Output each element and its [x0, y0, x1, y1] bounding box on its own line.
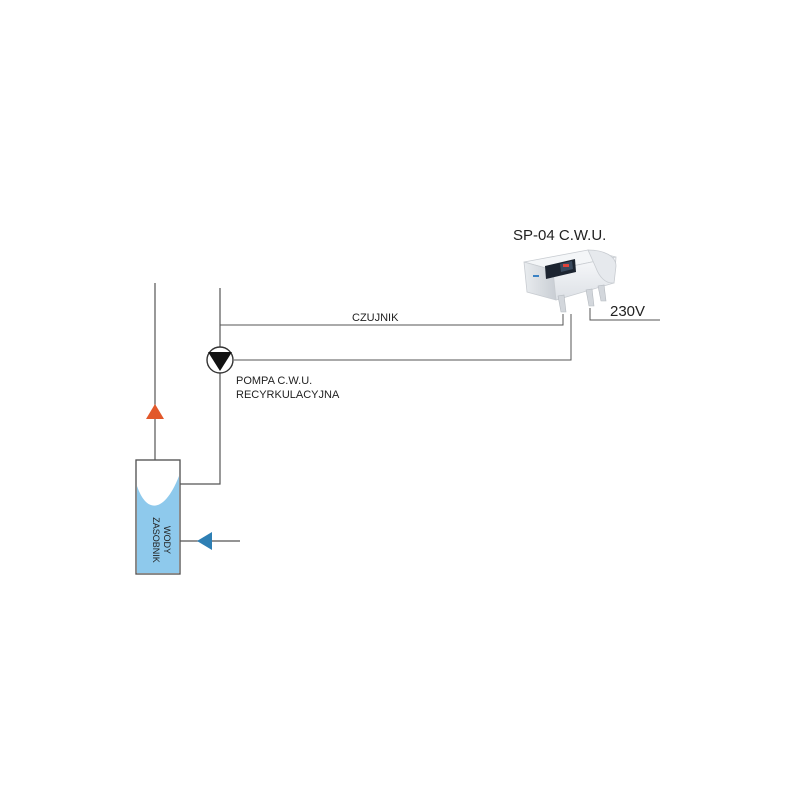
hot-water-arrow-icon [146, 404, 164, 419]
pump-symbol-icon [206, 346, 234, 374]
power-line [589, 308, 660, 321]
sensor-label: CZUJNIK [352, 312, 399, 324]
pump-label-line1: POMPA C.W.U. [236, 375, 312, 387]
pump-label-line2: RECYRKULACYJNA [236, 389, 340, 401]
cold-water-arrow-icon [197, 532, 212, 550]
device-title: SP-04 C.W.U. [513, 227, 606, 244]
power-label: 230V [610, 303, 645, 320]
sensor-cable [220, 314, 564, 326]
tank-label-line2: WODY [162, 526, 172, 554]
recirculation-pipe [180, 288, 221, 485]
pump-cable [234, 314, 572, 361]
controller-device-icon [523, 249, 617, 313]
water-tank [135, 459, 181, 575]
tank-label-line1: ZASOBNIK [151, 517, 161, 563]
